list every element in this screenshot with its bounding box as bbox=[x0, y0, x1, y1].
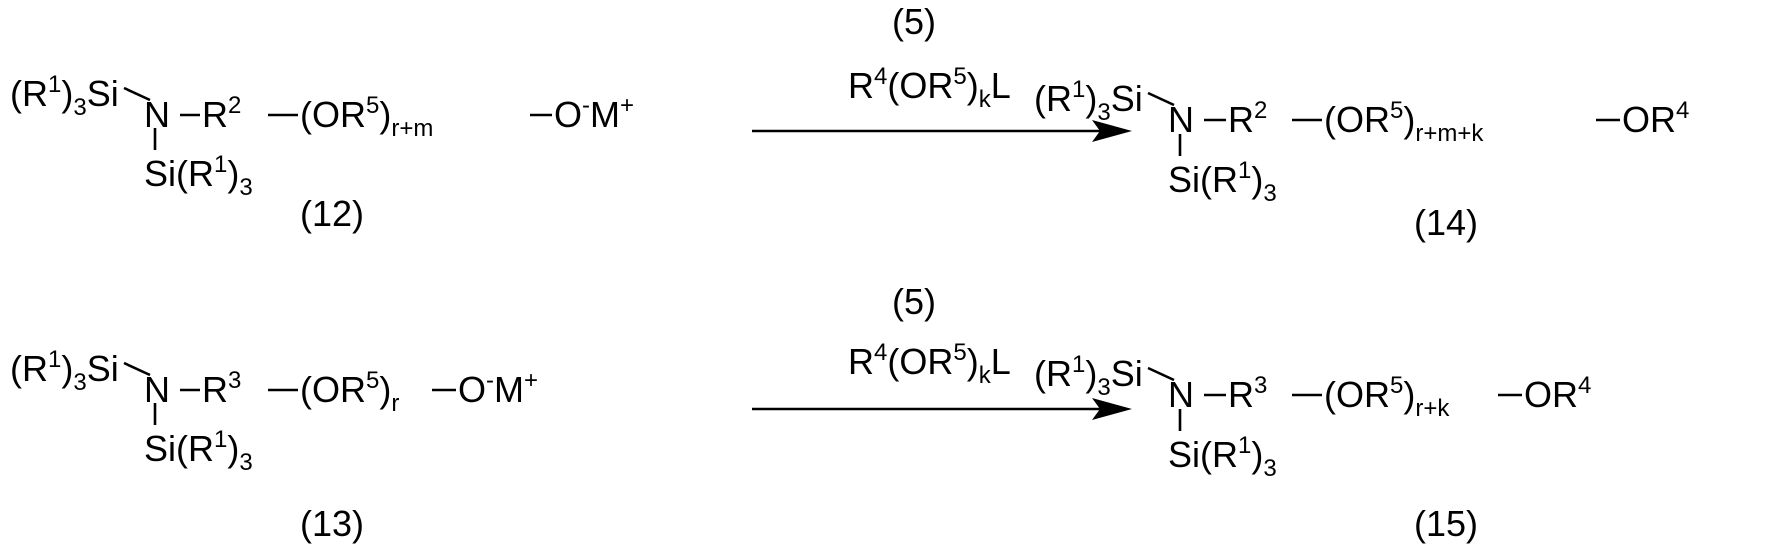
compound-label: (13) bbox=[300, 506, 364, 542]
reagent-formula: R4(OR5)kL bbox=[848, 68, 1011, 104]
si-r1-3-group: (R1)3Si bbox=[10, 76, 119, 112]
terminal-or4-group: OR4 bbox=[1622, 102, 1689, 138]
alkoxide-group: O-M+ bbox=[554, 97, 634, 133]
compound-label: (15) bbox=[1414, 506, 1478, 542]
si-r1-3-group: Si(R1)3 bbox=[144, 156, 253, 192]
oxyalkylene-chain: (OR5)r+k bbox=[1324, 377, 1449, 413]
r2-group: R2 bbox=[1228, 102, 1267, 138]
si-r1-3-group: Si(R1)3 bbox=[1168, 437, 1277, 473]
oxyalkylene-chain: (OR5)r+m+k bbox=[1324, 102, 1483, 138]
si-r1-3-group: (R1)3Si bbox=[1034, 81, 1143, 117]
reagent-number: (5) bbox=[892, 4, 936, 40]
r3-group: R3 bbox=[202, 372, 241, 408]
reagent-number: (5) bbox=[892, 284, 936, 320]
si-r1-3-group: Si(R1)3 bbox=[1168, 162, 1277, 198]
nitrogen-atom: N bbox=[144, 97, 170, 133]
reagent-formula: R4(OR5)kL bbox=[848, 344, 1011, 380]
nitrogen-atom: N bbox=[1168, 377, 1194, 413]
si-r1-3-group: (R1)3Si bbox=[10, 351, 119, 387]
oxyalkylene-chain: (OR5)r bbox=[300, 372, 399, 408]
oxyalkylene-chain: (OR5)r+m bbox=[300, 97, 433, 133]
r2-group: R2 bbox=[202, 97, 241, 133]
compound-label: (12) bbox=[300, 196, 364, 232]
si-r1-3-group: Si(R1)3 bbox=[144, 431, 253, 467]
nitrogen-atom: N bbox=[1168, 102, 1194, 138]
terminal-or4-group: OR4 bbox=[1524, 377, 1591, 413]
nitrogen-atom: N bbox=[144, 372, 170, 408]
si-r1-3-group: (R1)3Si bbox=[1034, 356, 1143, 392]
compound-label: (14) bbox=[1414, 205, 1478, 241]
r3-group: R3 bbox=[1228, 377, 1267, 413]
alkoxide-group: O-M+ bbox=[458, 372, 538, 408]
